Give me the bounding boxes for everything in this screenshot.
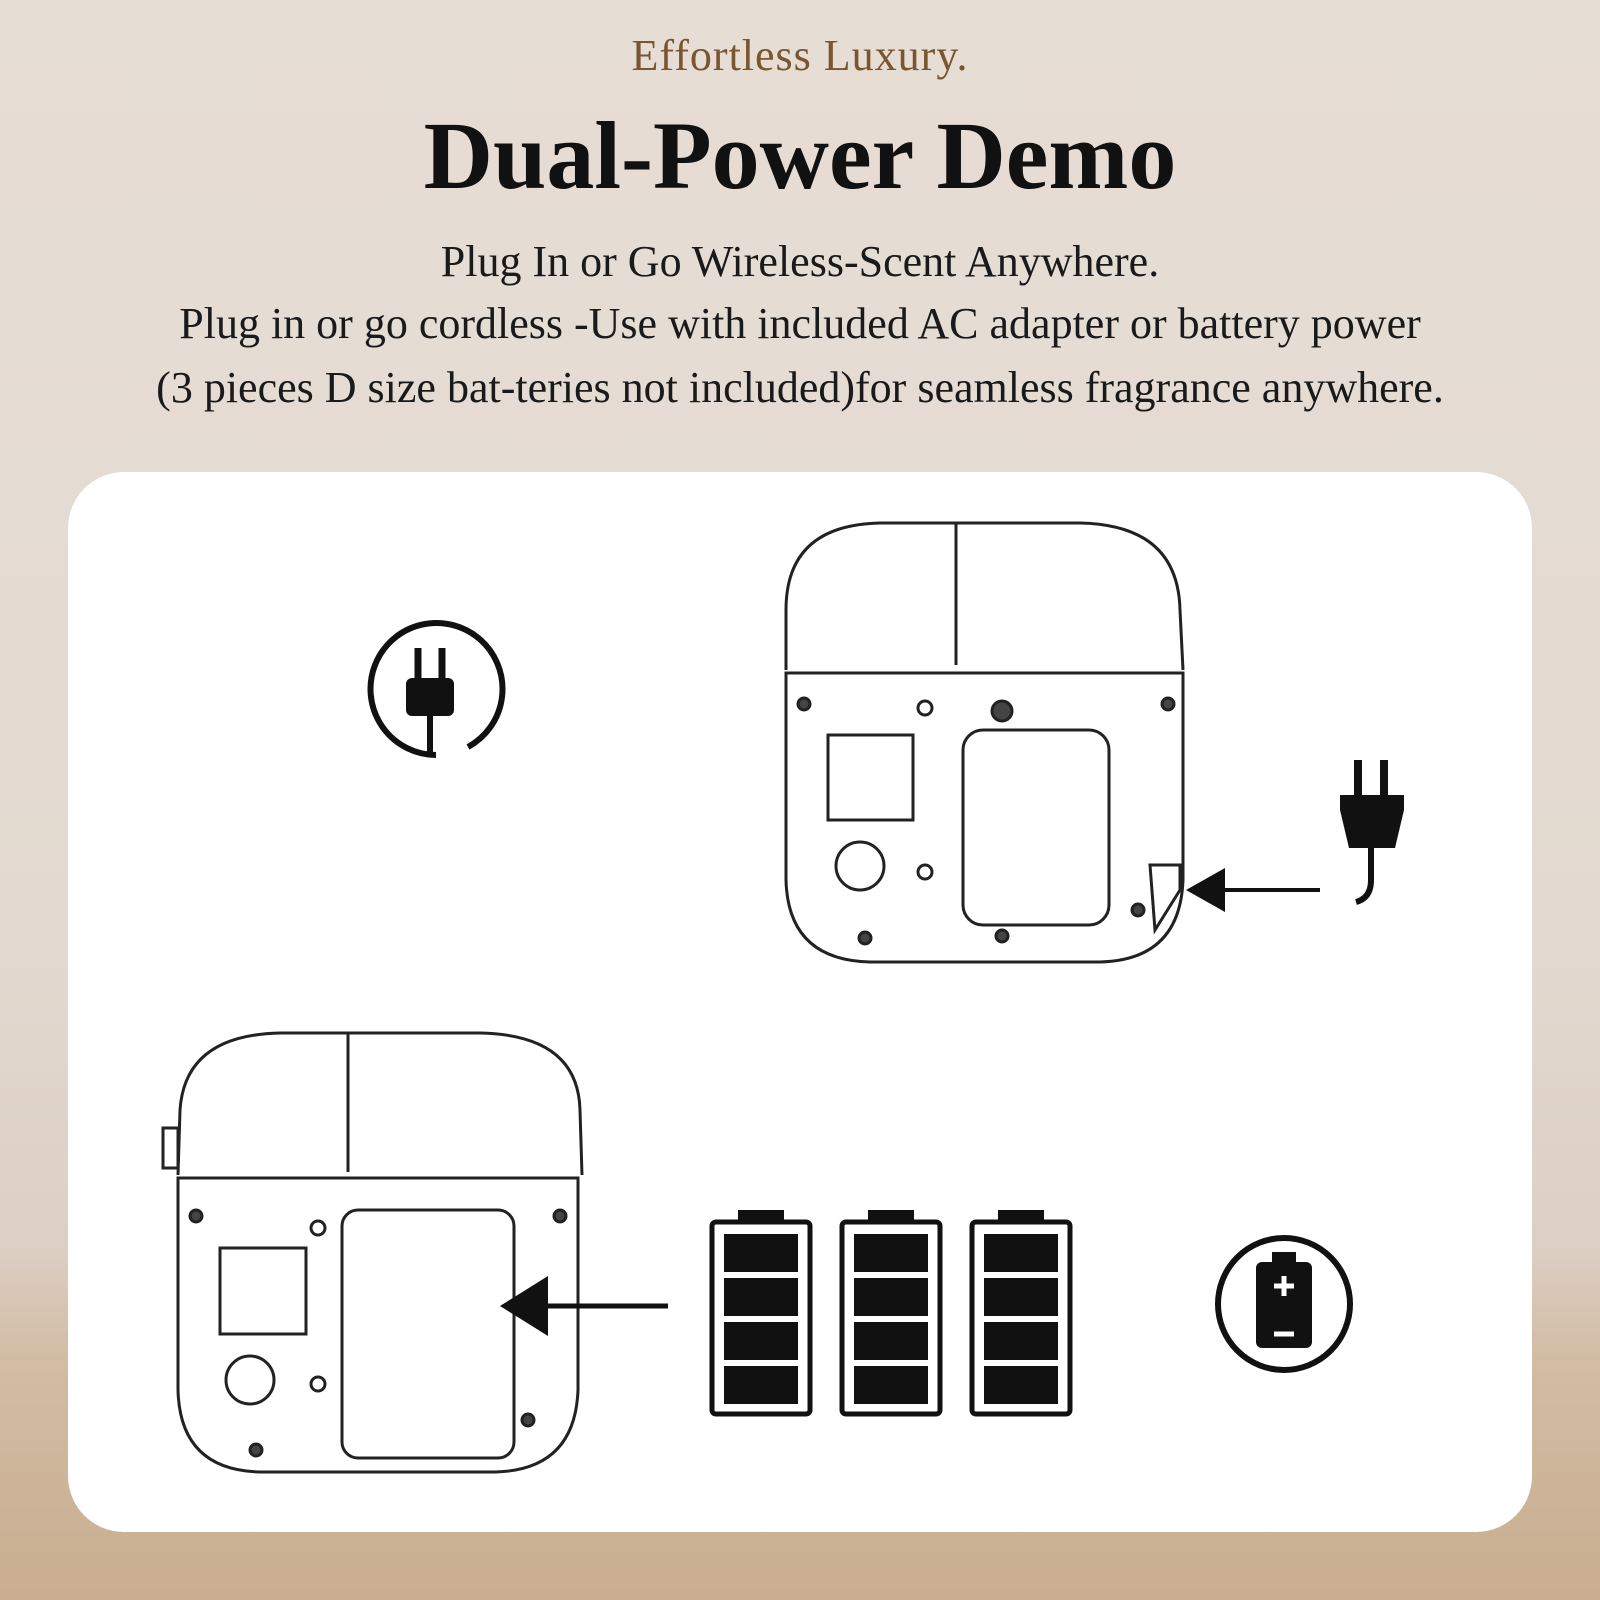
battery-circle-icon: [1215, 1235, 1353, 1373]
device-back-icon: [784, 521, 1185, 964]
page-title: Dual-Power Demo: [423, 102, 1177, 209]
battery-icon: [839, 1210, 943, 1417]
description-line-1: Plug in or go cordless -Use with include…: [179, 299, 1421, 348]
tagline: Effortless Luxury.: [631, 31, 969, 80]
battery-icon: [969, 1210, 1073, 1417]
diagram-card: [68, 472, 1532, 1532]
subtitle: Plug In or Go Wireless-Scent Anywhere.: [440, 237, 1160, 286]
device-back-icon: [161, 1031, 584, 1474]
plug-icon: [1340, 760, 1404, 905]
battery-icon: [709, 1210, 813, 1417]
batteries: [709, 1210, 1073, 1417]
arrow-left-icon: [500, 1276, 668, 1336]
plug-circle-icon: [367, 620, 506, 758]
description-line-2: (3 pieces D size bat-teries not included…: [156, 363, 1444, 412]
arrow-left-icon: [1186, 868, 1320, 912]
